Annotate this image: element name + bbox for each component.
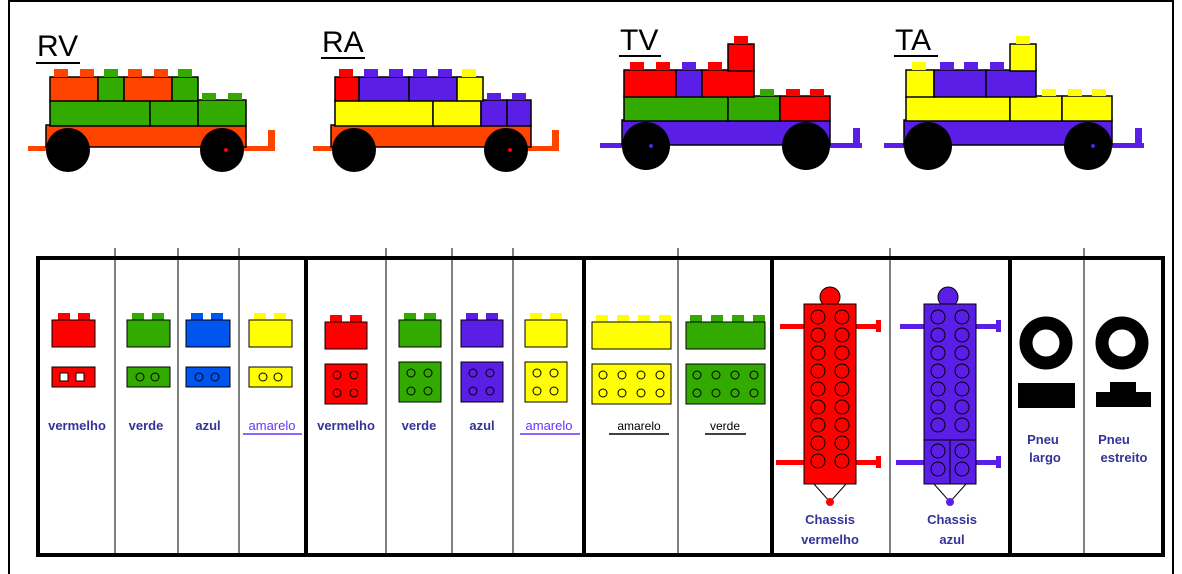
label-square-amarelo: amarelo xyxy=(526,418,573,433)
wheel-icon xyxy=(46,128,90,172)
vehicle-ta xyxy=(884,36,1144,170)
vehicle-title-tv: TV xyxy=(620,24,658,57)
label-small-amarelo: amarelo xyxy=(249,418,296,433)
label-chassis-red-1: Chassis xyxy=(805,512,855,527)
label-long-amarelo: amarelo xyxy=(617,419,661,433)
wheel-icon xyxy=(782,122,830,170)
square-brick-yellow xyxy=(524,313,568,403)
vehicle-title-rv: RV xyxy=(37,30,78,63)
vehicle-rv xyxy=(28,69,275,172)
small-brick-red xyxy=(51,313,96,388)
tire-narrow-icon xyxy=(1095,316,1151,407)
square-brick-green xyxy=(398,313,442,403)
label-tire-wide-2: largo xyxy=(1029,450,1061,465)
wheel-icon xyxy=(200,128,244,172)
tire-wide-icon xyxy=(1018,316,1075,408)
label-square-vermelho: vermelho xyxy=(317,418,375,433)
label-tire-narrow-1: Pneu xyxy=(1098,432,1130,447)
label-long-verde: verde xyxy=(710,419,740,433)
wheel-icon xyxy=(1064,122,1112,170)
small-brick-green xyxy=(126,313,171,388)
label-small-verde: verde xyxy=(129,418,164,433)
label-small-azul: azul xyxy=(195,418,220,433)
wheel-icon xyxy=(484,128,528,172)
label-square-verde: verde xyxy=(402,418,437,433)
square-brick-purple xyxy=(460,313,504,403)
label-tire-wide-1: Pneu xyxy=(1027,432,1059,447)
label-chassis-blue-2: azul xyxy=(939,532,964,547)
long-brick-yellow xyxy=(591,315,672,405)
wheel-icon xyxy=(904,122,952,170)
chassis-red xyxy=(776,286,881,506)
chassis-blue xyxy=(896,286,1001,506)
square-brick-red xyxy=(324,315,368,405)
label-tire-narrow-2: estreito xyxy=(1101,450,1148,465)
wheel-icon xyxy=(332,128,376,172)
label-small-vermelho: vermelho xyxy=(48,418,106,433)
small-brick-yellow xyxy=(248,313,293,388)
label-square-azul: azul xyxy=(469,418,494,433)
long-brick-green xyxy=(685,315,766,405)
vehicle-title-ra: RA xyxy=(322,26,364,59)
small-brick-blue xyxy=(185,313,231,388)
vehicle-ra xyxy=(313,69,559,172)
vehicle-tv xyxy=(600,36,862,170)
parts-table xyxy=(36,248,1165,557)
label-chassis-blue-1: Chassis xyxy=(927,512,977,527)
vehicle-titles: RV RA TV TA xyxy=(36,24,938,64)
wheel-icon xyxy=(622,122,670,170)
page-frame xyxy=(8,0,1174,574)
label-chassis-red-2: vermelho xyxy=(801,532,859,547)
vehicle-title-ta: TA xyxy=(895,24,931,57)
